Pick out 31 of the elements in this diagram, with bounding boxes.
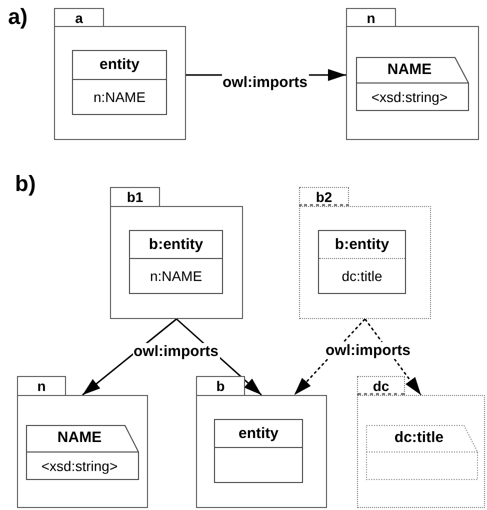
edge-label: owl:imports <box>222 74 308 91</box>
attribute-text: n:NAME <box>148 267 204 285</box>
datatype-type: <xsd:string> <box>370 88 449 106</box>
datatype-box <box>366 425 478 480</box>
class-box <box>318 230 406 294</box>
package-tab: b1 <box>110 187 160 207</box>
attribute-text: dc:title <box>340 267 384 285</box>
package-tab: n <box>346 8 396 27</box>
class-box <box>72 50 167 115</box>
datatype-box <box>26 425 139 480</box>
panel-label: b) <box>15 171 36 197</box>
package-tab: n <box>17 376 66 396</box>
datatype-name: NAME <box>56 429 103 447</box>
datatype-type: <xsd:string> <box>40 457 119 475</box>
class-name: entity <box>98 56 140 74</box>
class-name: entity <box>237 425 280 443</box>
edge-label: owl:imports <box>132 343 220 360</box>
package-tab: a <box>54 8 104 27</box>
attribute-text: n:NAME <box>92 88 147 106</box>
package-tab: b <box>196 376 245 396</box>
datatype-box <box>356 57 469 111</box>
datatype-name: dc:title <box>393 429 445 447</box>
class-box <box>214 419 303 483</box>
class-name: b:entity <box>334 236 390 254</box>
datatype-name: NAME <box>386 61 433 79</box>
panel-label: a) <box>8 4 28 30</box>
class-box <box>129 230 223 294</box>
package-tab: b2 <box>299 187 349 207</box>
edge-label: owl:imports <box>324 342 412 359</box>
package-tab: dc <box>357 376 405 396</box>
class-name: b:entity <box>148 236 204 254</box>
